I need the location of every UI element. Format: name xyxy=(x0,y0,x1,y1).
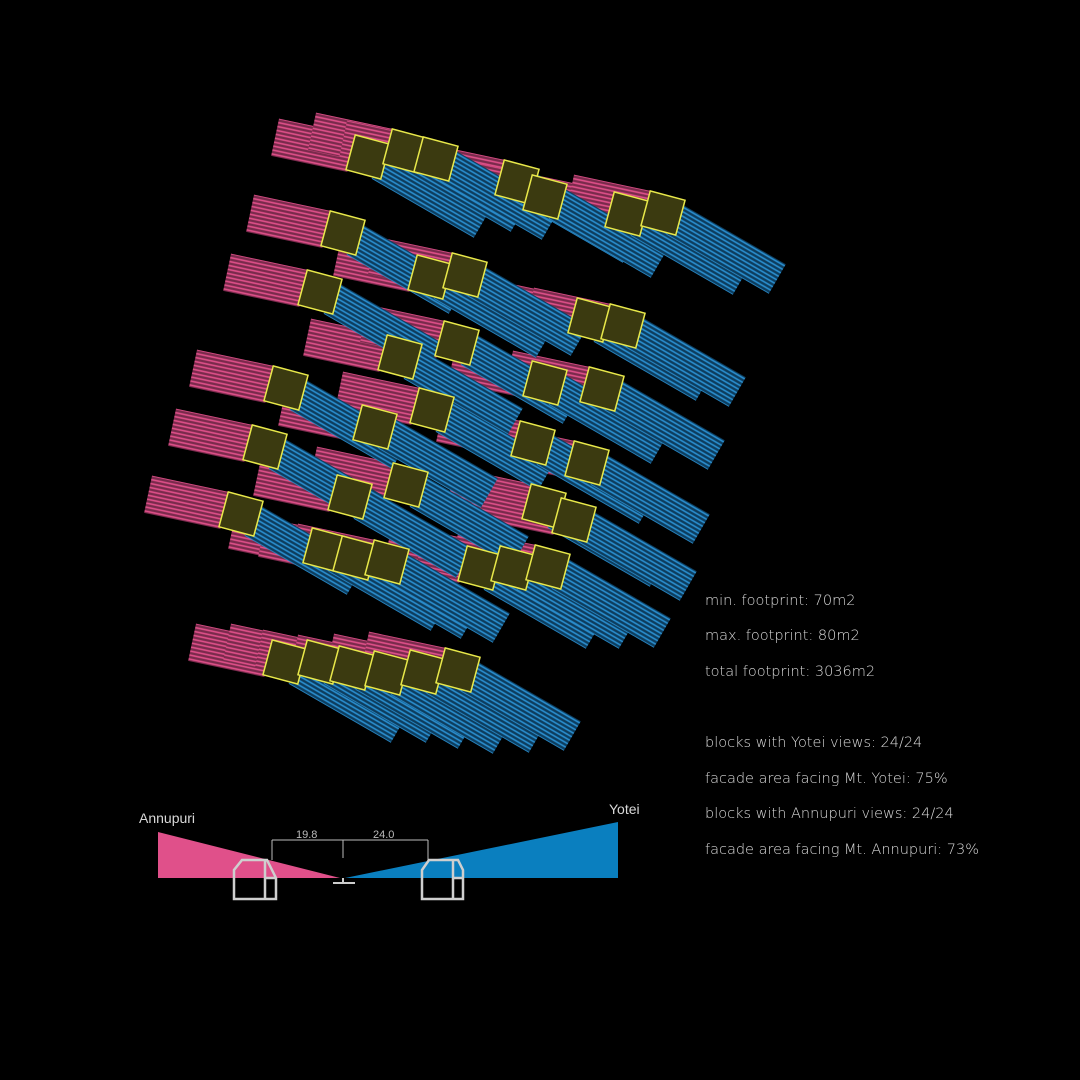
max-footprint: max. footprint: 80m2 xyxy=(705,628,860,644)
building-block xyxy=(320,210,366,256)
yotei-view-cone xyxy=(345,822,618,878)
building-block xyxy=(442,252,488,298)
annupuri-facade: facade area facing Mt. Annupuri: 73% xyxy=(705,842,980,858)
annupuri-blocks: blocks with Annupuri views: 24/24 xyxy=(705,806,954,822)
yotei-view-band xyxy=(468,267,588,356)
yotei-view-band xyxy=(371,149,491,238)
yotei-view-band xyxy=(605,381,725,470)
building-block xyxy=(263,365,309,411)
building-block xyxy=(551,497,597,543)
building-section-left xyxy=(232,858,278,901)
annupuri-view-band xyxy=(168,408,253,463)
building-block xyxy=(640,190,686,236)
building-block xyxy=(510,420,556,466)
total-footprint: total footprint: 3036m2 xyxy=(705,664,876,680)
building-block xyxy=(364,539,410,585)
yotei-view-band xyxy=(353,489,473,578)
yotei-view-band xyxy=(551,559,671,648)
yotei-view-band xyxy=(548,189,668,278)
annupuri-view-band xyxy=(246,194,331,249)
building-block xyxy=(525,544,571,590)
section-diagram xyxy=(158,822,618,901)
dimension-left: 19.8 xyxy=(296,829,318,841)
building-block xyxy=(377,334,423,380)
yotei-view-band xyxy=(403,349,523,438)
building-block xyxy=(297,269,343,315)
building-block xyxy=(564,440,610,486)
dimension-lines xyxy=(271,839,429,860)
annupuri-view-band xyxy=(144,475,229,530)
yotei-blocks: blocks with Yotei views: 24/24 xyxy=(705,735,923,751)
building-block xyxy=(242,424,288,470)
min-footprint: min. footprint: 70m2 xyxy=(705,593,856,609)
building-block xyxy=(435,647,481,693)
annupuri-label: Annupuri xyxy=(139,810,196,826)
annupuri-view-band xyxy=(189,349,274,404)
yotei-view-band xyxy=(577,512,697,601)
building-block xyxy=(383,462,429,508)
building-block xyxy=(327,474,373,520)
yotei-facade: facade area facing Mt. Yotei: 75% xyxy=(705,771,948,787)
yotei-view-band xyxy=(435,402,555,491)
yotei-view-band xyxy=(590,455,710,544)
yotei-view-band xyxy=(390,554,510,643)
building-block xyxy=(522,174,568,220)
yotei-view-band xyxy=(548,375,668,464)
building-block xyxy=(434,320,480,366)
yotei-view-band xyxy=(626,318,746,407)
building-block xyxy=(218,491,264,537)
building-block xyxy=(600,303,646,349)
yotei-view-band xyxy=(378,419,498,508)
yotei-view-band xyxy=(461,662,581,751)
building-block xyxy=(352,404,398,450)
yotei-view-band xyxy=(409,477,529,566)
building-block xyxy=(413,136,459,182)
building-block xyxy=(409,387,455,433)
building-block xyxy=(522,360,568,406)
annupuri-view-band xyxy=(223,253,308,308)
yotei-view-band xyxy=(666,205,786,294)
annupuri-view-cone xyxy=(158,832,340,878)
dimension-right: 24.0 xyxy=(373,829,395,841)
building-section-right xyxy=(420,858,465,901)
yotei-label: Yotei xyxy=(609,801,640,817)
building-block xyxy=(579,366,625,412)
